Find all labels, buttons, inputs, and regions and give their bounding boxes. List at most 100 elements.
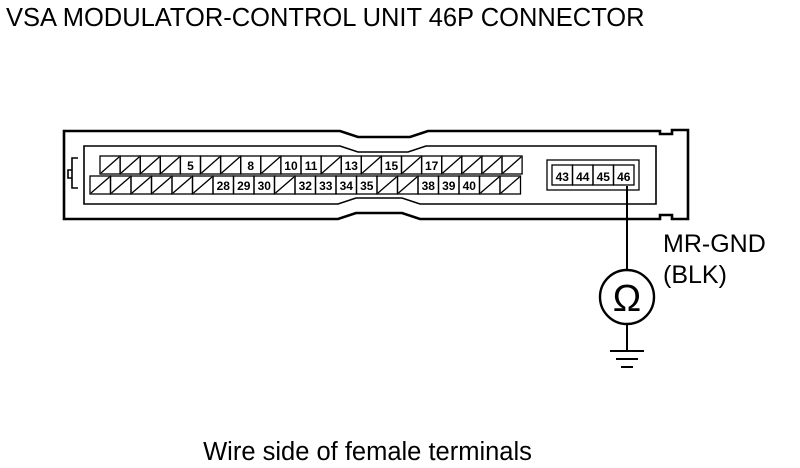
diagram-title: VSA MODULATOR-CONTROL UNIT 46P CONNECTOR (6, 4, 645, 32)
connector-latch (67, 157, 78, 189)
connector-inner-outline (83, 145, 657, 205)
terminal-unused (441, 155, 463, 175)
unused-slash (152, 176, 172, 194)
connector-housing (62, 128, 690, 221)
unused-slash (100, 156, 120, 174)
terminal-number: 13 (345, 159, 359, 173)
terminal-number: 35 (360, 179, 374, 193)
terminal-unused (360, 155, 383, 175)
terminal-unused (396, 175, 419, 195)
terminal-number: 11 (305, 159, 318, 173)
terminal-number: 30 (258, 179, 272, 193)
unused-slash (111, 176, 131, 194)
terminal-46: 46 (612, 164, 635, 186)
diagram-caption: Wire side of female terminals (203, 438, 532, 466)
terminal-unused (191, 175, 214, 195)
terminal-35: 35 (355, 175, 378, 195)
unused-slash (172, 176, 192, 194)
unused-slash (462, 156, 482, 174)
terminal-number: 29 (237, 179, 251, 193)
unused-slash (160, 156, 180, 174)
terminal-number: 17 (425, 159, 439, 173)
terminal-38: 38 (417, 175, 440, 195)
terminal-13: 13 (340, 155, 362, 175)
unused-slash (201, 156, 221, 174)
terminal-unused (320, 155, 342, 175)
terminal-unused (159, 155, 182, 175)
unused-slash (398, 176, 418, 194)
terminal-5: 5 (179, 155, 202, 175)
unused-slash (402, 156, 422, 174)
terminal-17: 17 (420, 155, 443, 175)
terminal-number: 38 (422, 179, 436, 193)
terminal-unused (119, 155, 141, 175)
terminal-number: 45 (597, 170, 611, 184)
terminal-row-1: 5 8 10 11 13 15 17 (99, 155, 523, 175)
unused-slash (131, 176, 151, 194)
terminal-unused (199, 155, 222, 175)
unused-slash (361, 156, 381, 174)
unused-slash (140, 156, 160, 174)
terminal-number: 39 (442, 179, 456, 193)
terminal-unused (478, 175, 501, 195)
terminal-number: 8 (247, 159, 254, 173)
terminal-11: 11 (300, 155, 322, 175)
unused-slash (442, 156, 462, 174)
terminal-side-block: 43 44 45 46 (546, 159, 640, 191)
terminal-number: 33 (319, 179, 333, 193)
terminal-number: 43 (556, 170, 570, 184)
terminal-unused (99, 155, 121, 175)
unused-slash (221, 156, 241, 174)
terminal-number: 10 (284, 159, 298, 173)
terminal-unused (130, 175, 153, 195)
terminal-39: 39 (437, 175, 460, 195)
terminal-number: 15 (385, 159, 399, 173)
terminal-33: 33 (314, 175, 337, 195)
terminal-15: 15 (380, 155, 403, 175)
terminal-43: 43 (551, 164, 574, 186)
terminal-28: 28 (212, 175, 235, 195)
terminal-unused (260, 155, 282, 175)
unused-slash (261, 156, 281, 174)
terminal-unused (376, 175, 399, 195)
terminal-unused (171, 175, 194, 195)
unused-slash (120, 156, 140, 174)
terminal-44: 44 (571, 164, 594, 186)
side-block-frame (546, 159, 640, 191)
terminal-number: 46 (617, 170, 631, 184)
terminal-unused (461, 155, 483, 175)
unused-slash (275, 176, 295, 194)
terminal-unused (139, 155, 161, 175)
terminal-unused (219, 155, 242, 175)
terminal-unused (273, 175, 296, 195)
terminal-row-2: 28 29 30 32 33 34 35 38 39 40 (89, 175, 522, 195)
terminal-unused (499, 175, 522, 195)
terminal-40: 40 (458, 175, 481, 195)
terminal-8: 8 (240, 155, 262, 175)
unused-slash (90, 176, 110, 194)
terminal-32: 32 (294, 175, 317, 195)
terminal-number: 40 (463, 179, 477, 193)
unused-slash (502, 156, 522, 174)
terminal-unused (89, 175, 112, 195)
unused-slash (321, 156, 341, 174)
terminal-number: 28 (217, 179, 231, 193)
terminal-unused (501, 155, 523, 175)
terminal-number: 32 (299, 179, 313, 193)
wire-color-label: (BLK) (663, 261, 727, 289)
terminal-unused (150, 175, 173, 195)
terminal-45: 45 (592, 164, 615, 186)
ohm-icon: Ω (613, 278, 641, 320)
unused-slash (482, 156, 502, 174)
terminal-number: 34 (340, 179, 354, 193)
terminal-number: 44 (576, 170, 590, 184)
terminal-10: 10 (280, 155, 302, 175)
terminal-34: 34 (335, 175, 358, 195)
terminal-unused (400, 155, 423, 175)
unused-slash (480, 176, 500, 194)
terminal-29: 29 (232, 175, 255, 195)
terminal-30: 30 (253, 175, 276, 195)
unused-slash (377, 176, 397, 194)
wire-name-label: MR-GND (663, 230, 766, 258)
